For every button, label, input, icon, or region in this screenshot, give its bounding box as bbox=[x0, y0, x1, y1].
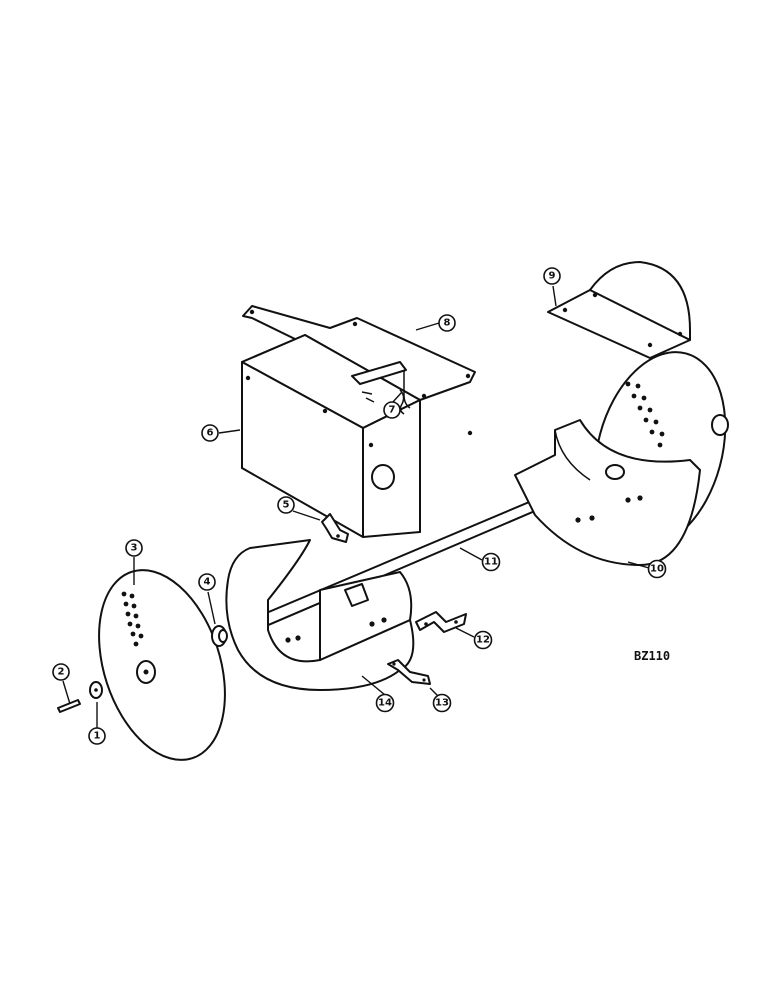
svg-text:7: 7 bbox=[389, 405, 396, 416]
svg-text:5: 5 bbox=[283, 500, 290, 511]
part-9-plate-bracket bbox=[547, 261, 691, 359]
svg-text:6: 6 bbox=[207, 428, 214, 439]
part-12-bracket bbox=[415, 611, 467, 633]
callout-1: 1 bbox=[88, 727, 106, 745]
drawing-code: BZ110 bbox=[634, 649, 670, 663]
callout-7: 7 bbox=[383, 401, 401, 419]
part-13-strap bbox=[387, 659, 431, 685]
svg-text:4: 4 bbox=[204, 577, 211, 588]
part-4-nut bbox=[211, 625, 228, 647]
callout-4: 4 bbox=[198, 573, 216, 591]
part-14-drum-half bbox=[225, 539, 415, 691]
svg-text:10: 10 bbox=[650, 564, 664, 575]
svg-text:9: 9 bbox=[549, 271, 556, 282]
callout-9: 9 bbox=[543, 267, 561, 285]
leader-lines bbox=[62, 285, 650, 728]
svg-text:14: 14 bbox=[378, 698, 392, 709]
part-10-drum-assembly bbox=[514, 351, 729, 566]
callout-2: 2 bbox=[52, 663, 70, 681]
callout-8: 8 bbox=[438, 314, 456, 332]
svg-text:12: 12 bbox=[476, 635, 490, 646]
part-7-latch-handle bbox=[351, 361, 411, 415]
part-5-clip bbox=[321, 513, 349, 543]
callout-12: 12 bbox=[473, 630, 493, 650]
callout-14: 14 bbox=[375, 693, 395, 713]
callout-11: 11 bbox=[481, 552, 501, 572]
part-3-perforated-disc bbox=[98, 569, 226, 761]
part-6-box-housing bbox=[241, 334, 473, 538]
svg-text:8: 8 bbox=[444, 318, 451, 329]
part-1-washer bbox=[89, 681, 103, 699]
callout-6: 6 bbox=[201, 424, 219, 442]
callout-10: 10 bbox=[647, 559, 667, 579]
callout-13: 13 bbox=[432, 693, 452, 713]
callout-3: 3 bbox=[125, 539, 143, 557]
svg-text:3: 3 bbox=[131, 543, 138, 554]
part-2-pin bbox=[57, 699, 81, 713]
svg-text:2: 2 bbox=[58, 667, 65, 678]
svg-text:13: 13 bbox=[435, 698, 449, 709]
callout-5: 5 bbox=[277, 496, 295, 514]
svg-text:1: 1 bbox=[94, 731, 101, 742]
svg-text:11: 11 bbox=[484, 557, 498, 568]
